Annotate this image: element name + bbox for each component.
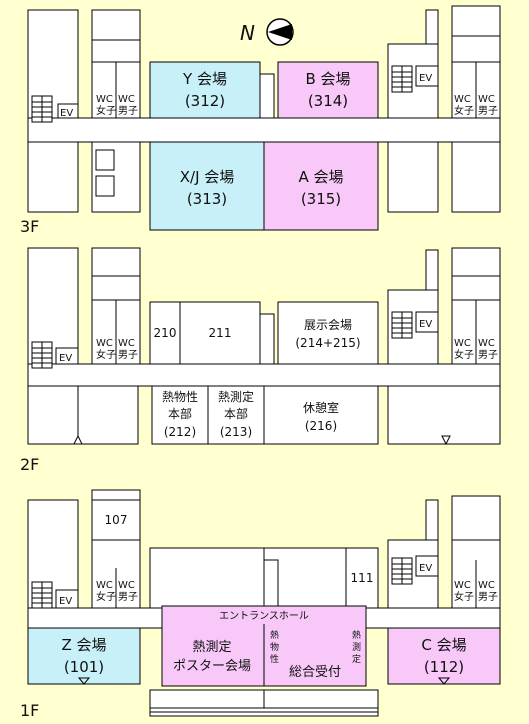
men-label: 男子 (118, 105, 138, 117)
compass-letter: N (240, 21, 255, 45)
floor-label-3f: 3F (20, 217, 39, 236)
svg-text:(212): (212) (164, 425, 196, 439)
stairs-icon (31, 95, 53, 123)
stairs-icon (31, 341, 53, 369)
floor-label-1f: 1F (20, 701, 39, 720)
svg-text:展示会場: 展示会場 (304, 318, 352, 332)
men-label: 男子 (118, 349, 138, 361)
wc-label: WC (118, 338, 135, 349)
wc-label: WC (118, 94, 135, 105)
svg-text:(216): (216) (305, 419, 337, 433)
svg-text:111: 111 (351, 571, 374, 585)
wc-label: WC (478, 94, 495, 105)
stairs-icon (391, 65, 413, 93)
women-label: 女子 (96, 348, 116, 361)
ev-label: EV (59, 596, 72, 607)
stairs-icon (391, 311, 413, 339)
wc-label: WC (96, 580, 113, 591)
women-label: 女子 (454, 348, 474, 361)
ev-label: EV (419, 73, 432, 84)
venue-c (387, 627, 501, 685)
svg-text:休憩室: 休憩室 (303, 400, 339, 415)
floor-label-2f: 2F (20, 455, 39, 474)
svg-text:C 会場: C 会場 (421, 636, 466, 654)
ev-label: EV (60, 108, 73, 119)
svg-text:(101): (101) (64, 658, 104, 676)
svg-text:211: 211 (209, 326, 232, 340)
wc-label: WC (118, 580, 135, 591)
svg-text:熱物性: 熱物性 (162, 390, 198, 404)
svg-text:測: 測 (352, 641, 361, 653)
reception-label: 総合受付 (289, 665, 341, 680)
floor-2f: EV WC 女子 WC 男子 210 211 展示会場 (214+215) 熱物… (20, 247, 501, 474)
women-label: 女子 (96, 590, 116, 603)
room-111 (345, 547, 379, 609)
svg-text:A 会場: A 会場 (298, 168, 343, 186)
svg-text:(214+215): (214+215) (295, 336, 360, 350)
svg-text:Z 会場: Z 会場 (61, 636, 106, 654)
floor-1f: EV 107 WC 女子 WC 男子 111 EV WC 女子 WC 男子 Z … (20, 489, 501, 720)
poster-venue: ポスター会場 (173, 659, 251, 674)
svg-text:(112): (112) (424, 658, 464, 676)
ev-label: EV (419, 563, 432, 574)
room-216 (263, 385, 379, 445)
svg-text:本部: 本部 (224, 406, 248, 421)
venue-xj (149, 141, 265, 231)
svg-text:熱測定: 熱測定 (218, 389, 254, 404)
wc-label: WC (478, 580, 495, 591)
svg-text:(312): (312) (185, 92, 225, 110)
corridor-3f (27, 117, 501, 143)
room-exhibit (277, 301, 379, 365)
svg-text:B 会場: B 会場 (305, 70, 350, 88)
ev-label: EV (59, 353, 72, 364)
wc-label: WC (454, 580, 471, 591)
svg-text:(314): (314) (308, 92, 348, 110)
women-label: 女子 (454, 104, 474, 117)
svg-text:定: 定 (352, 653, 361, 665)
compass: N (240, 18, 294, 46)
svg-text:Y 会場: Y 会場 (182, 70, 227, 88)
stairs-icon (391, 557, 413, 585)
venue-a (263, 141, 379, 231)
women-label: 女子 (96, 104, 116, 117)
svg-text:(315): (315) (301, 190, 341, 208)
room-211 (179, 301, 261, 365)
stairs-icon (31, 581, 53, 609)
venue-b (277, 61, 379, 119)
corridor-2f (27, 363, 501, 387)
svg-text:(213): (213) (220, 425, 252, 439)
room-213 (207, 385, 265, 445)
men-label: 男子 (478, 105, 498, 117)
svg-text:エントランスホール: エントランスホール (219, 610, 309, 622)
men-label: 男子 (118, 591, 138, 603)
svg-text:107: 107 (105, 513, 128, 527)
svg-text:X/J 会場: X/J 会場 (180, 168, 235, 186)
svg-text:熱: 熱 (270, 629, 279, 641)
wc-label: WC (478, 338, 495, 349)
wc-label: WC (454, 94, 471, 105)
venue-y (149, 61, 261, 119)
men-label: 男子 (478, 349, 498, 361)
room-107 (91, 499, 141, 541)
svg-text:本部: 本部 (168, 406, 192, 421)
wc-label: WC (96, 338, 113, 349)
men-label: 男子 (478, 591, 498, 603)
room-212 (151, 385, 209, 445)
svg-text:性: 性 (270, 653, 279, 665)
room-210 (149, 301, 181, 365)
wc-label: WC (96, 94, 113, 105)
wc-label: WC (454, 338, 471, 349)
svg-text:熱測定: 熱測定 (192, 640, 231, 655)
svg-text:210: 210 (154, 326, 177, 340)
women-label: 女子 (454, 590, 474, 603)
svg-text:(313): (313) (187, 190, 227, 208)
floor-3f: EV WC 女子 WC 男子 Y 会場 (312) B 会場 (314) X/J… (20, 5, 501, 236)
ev-label: EV (419, 319, 432, 330)
svg-text:熱: 熱 (352, 629, 361, 641)
svg-text:物: 物 (270, 641, 279, 653)
